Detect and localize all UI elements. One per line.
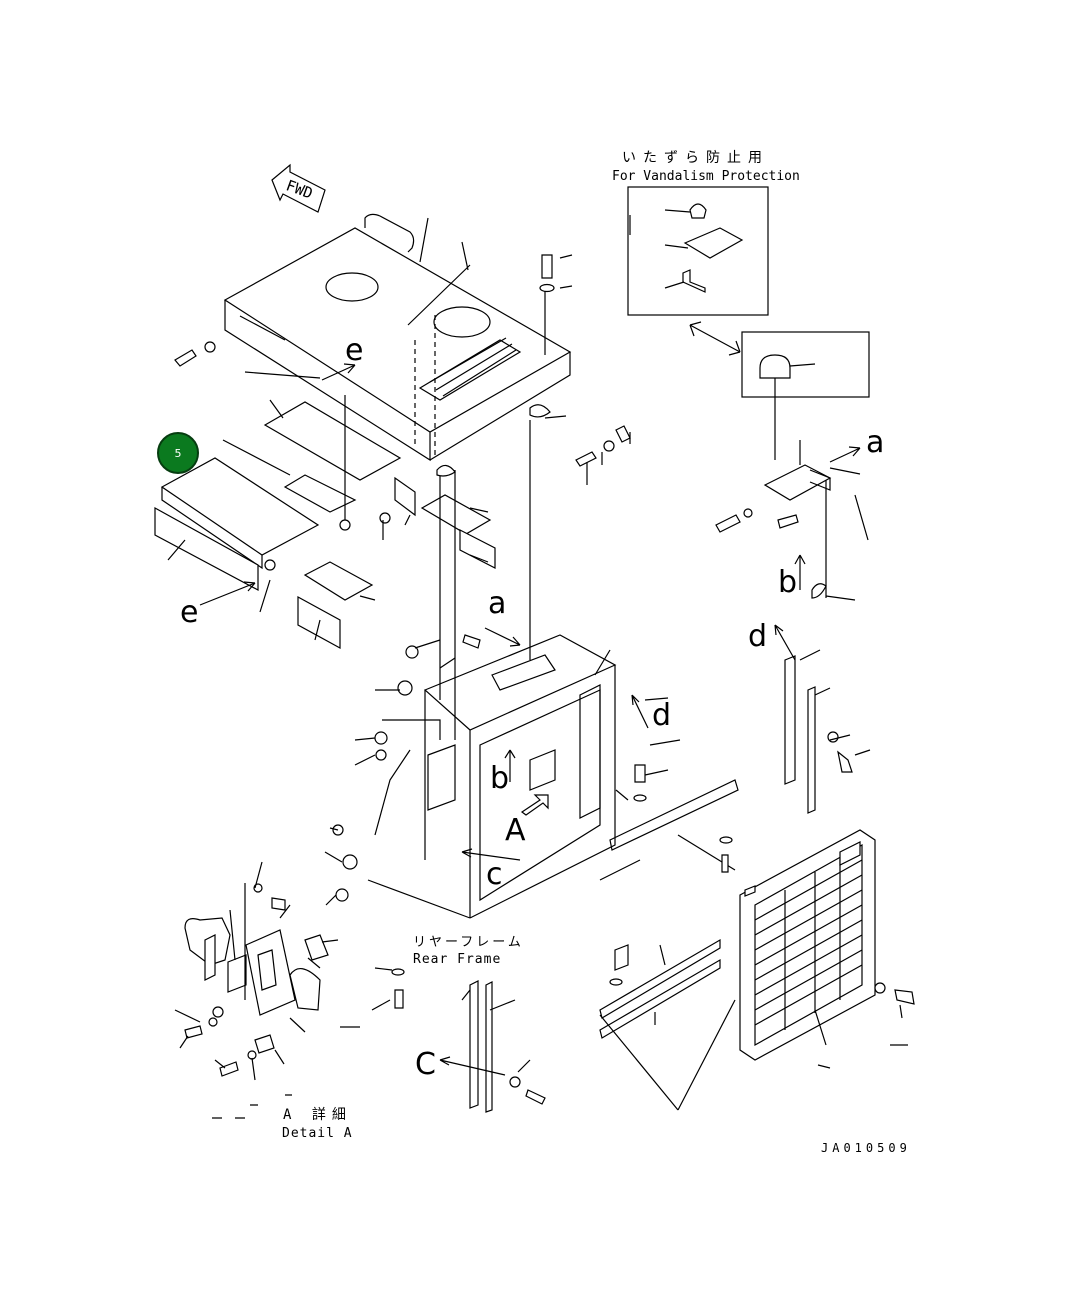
insulation-pads <box>154 401 496 650</box>
rear-frame <box>367 634 617 919</box>
detail-a-label-jp: A 詳細 <box>283 1107 352 1123</box>
double-arrow-icon <box>689 321 741 356</box>
fwd-label: FWD <box>284 176 316 202</box>
cap-box <box>741 331 870 398</box>
angle-brackets <box>469 655 816 1113</box>
ref-c-label: c <box>486 857 503 892</box>
ref-a-label-latch: a <box>866 425 884 460</box>
ref-c-big-label: C <box>415 1047 436 1082</box>
rear-frame-label-en: Rear Frame <box>413 952 501 967</box>
lock-cap-parts <box>629 203 744 293</box>
leader-lines <box>167 217 908 1119</box>
bolts-washers <box>174 254 915 1105</box>
fwd-arrow-icon <box>271 163 326 213</box>
rear-frame-label-jp: リヤーフレーム <box>413 935 524 950</box>
detail-a-label-en: Detail A <box>282 1126 353 1141</box>
ref-a-label: a <box>488 586 506 621</box>
detail-a-parts <box>184 883 329 1054</box>
ref-b-label-latch: b <box>778 565 797 600</box>
ref-e-label-pad: e <box>180 595 198 630</box>
ref-b-label: b <box>490 761 509 796</box>
callout-number: 5 <box>174 446 182 460</box>
top-cover <box>223 213 572 462</box>
view-a-arrow-icon <box>520 794 549 816</box>
latch-assembly <box>763 440 869 601</box>
ref-e-label: e <box>345 333 363 368</box>
reference-arrows <box>199 363 861 1076</box>
vandalism-label-en: For Vandalism Protection <box>612 169 800 184</box>
view-a-label: A <box>505 813 526 848</box>
vandalism-box <box>627 186 769 316</box>
vandalism-label-jp: いたずら防止用 <box>622 150 769 166</box>
drawing-number: JA010509 <box>821 1141 911 1155</box>
cap-part <box>759 354 816 460</box>
ref-d-label-bracket: d <box>748 619 767 654</box>
radiator-grille <box>739 829 876 1061</box>
part-callout-badge[interactable]: 5 <box>157 432 199 474</box>
ref-d-label: d <box>652 698 671 733</box>
